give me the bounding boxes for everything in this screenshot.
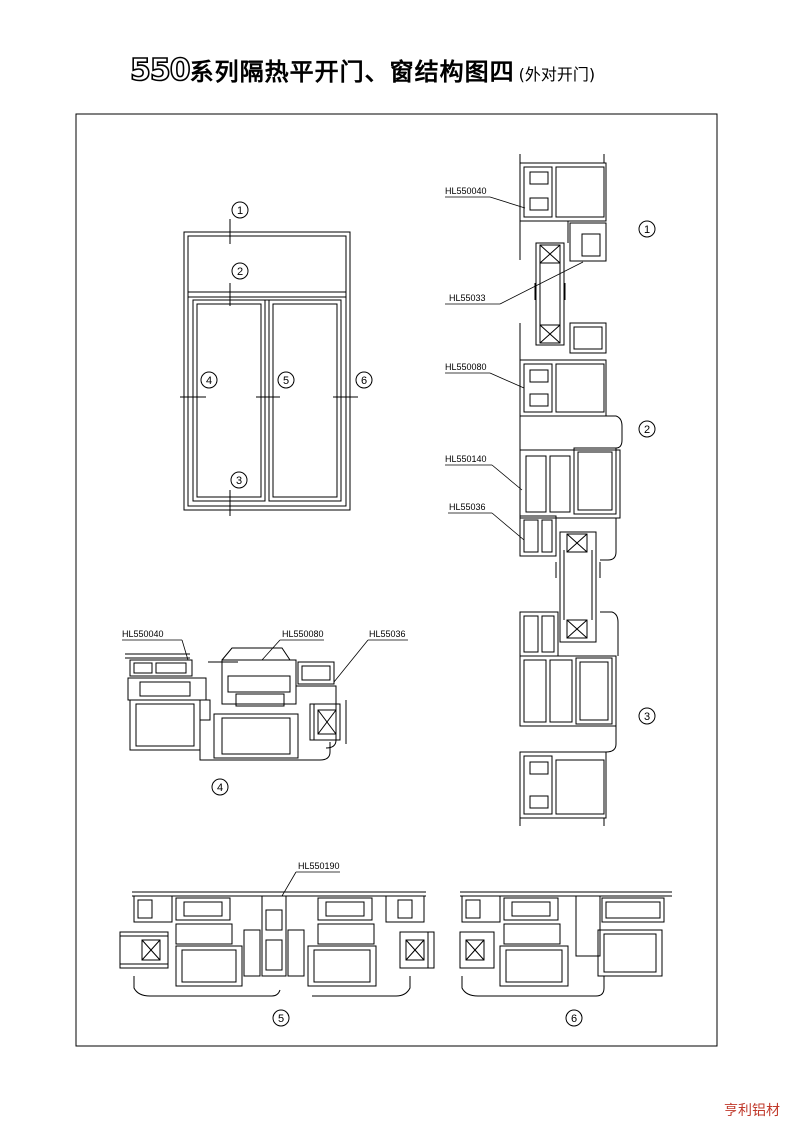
s6-marker: 6 — [571, 1013, 577, 1025]
elevation-markers: 1 2 3 4 5 6 — [200, 201, 373, 489]
marker-6: 6 — [361, 375, 367, 387]
section-5 — [119, 891, 435, 997]
elevation-view — [180, 219, 358, 516]
vs-marker-1: 1 — [644, 224, 650, 236]
marker-circle — [211, 778, 229, 796]
vertical-section-labels: HL550040 HL55033 HL550080 HL550140 HL550… — [445, 186, 656, 725]
marker-circle — [638, 420, 656, 438]
vs-marker-2: 2 — [644, 424, 650, 436]
s4-label-hl55036: HL55036 — [369, 629, 406, 639]
section-5-labels: HL550190 5 — [272, 861, 340, 1027]
marker-5: 5 — [283, 375, 289, 387]
title-main: 系列隔热平开门、窗结构图四 — [189, 58, 515, 86]
marker-circle — [200, 371, 218, 389]
s5-marker: 5 — [278, 1013, 284, 1025]
marker-3: 3 — [236, 475, 242, 487]
marker-circle — [638, 220, 656, 238]
vertical-section-leaders — [445, 196, 584, 541]
page-title: 550系列隔热平开门、窗结构图四(外对开门) — [129, 52, 596, 92]
section-6-labels: 6 — [565, 1009, 583, 1027]
section-4 — [125, 647, 347, 761]
title-sub: (外对开门) — [518, 65, 596, 84]
s4-marker: 4 — [217, 782, 223, 794]
section-5-leaders — [281, 871, 340, 897]
marker-4: 4 — [206, 375, 212, 387]
label-hl550080: HL550080 — [445, 362, 487, 372]
brand-mark: 亨利铝材 — [724, 1103, 780, 1119]
marker-circle — [355, 371, 373, 389]
vertical-section — [519, 154, 623, 826]
marker-circle — [231, 262, 249, 280]
marker-circle — [272, 1009, 290, 1027]
marker-circle — [230, 471, 248, 489]
s4-label-hl550040: HL550040 — [122, 629, 164, 639]
label-hl550140: HL550140 — [445, 454, 487, 464]
s5-label-hl550190: HL550190 — [298, 861, 340, 871]
vs-marker-3: 3 — [644, 711, 650, 723]
label-hl550040: HL550040 — [445, 186, 487, 196]
drawing-frame — [75, 113, 718, 1047]
marker-1: 1 — [237, 205, 243, 217]
s4-label-hl550080: HL550080 — [282, 629, 324, 639]
marker-circle — [277, 371, 295, 389]
marker-circle — [638, 707, 656, 725]
marker-2: 2 — [237, 266, 243, 278]
series-number: 550 — [129, 52, 191, 89]
label-hl55036: HL55036 — [449, 502, 486, 512]
section-4-labels: HL550040 HL550080 HL55036 4 — [122, 629, 406, 796]
marker-circle — [231, 201, 249, 219]
section-4-leaders — [122, 639, 408, 683]
section-6 — [459, 891, 672, 997]
label-hl55033: HL55033 — [449, 293, 486, 303]
marker-circle — [565, 1009, 583, 1027]
